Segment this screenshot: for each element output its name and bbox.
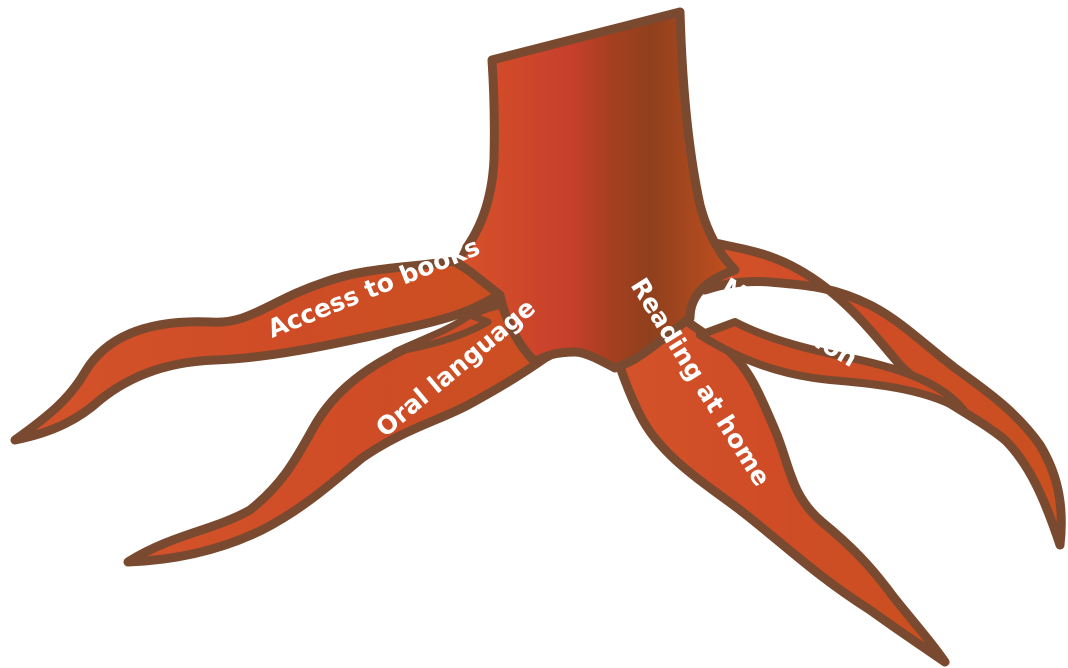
tree-root-diagram: Access to books Oral language Reading at… bbox=[0, 0, 1068, 668]
